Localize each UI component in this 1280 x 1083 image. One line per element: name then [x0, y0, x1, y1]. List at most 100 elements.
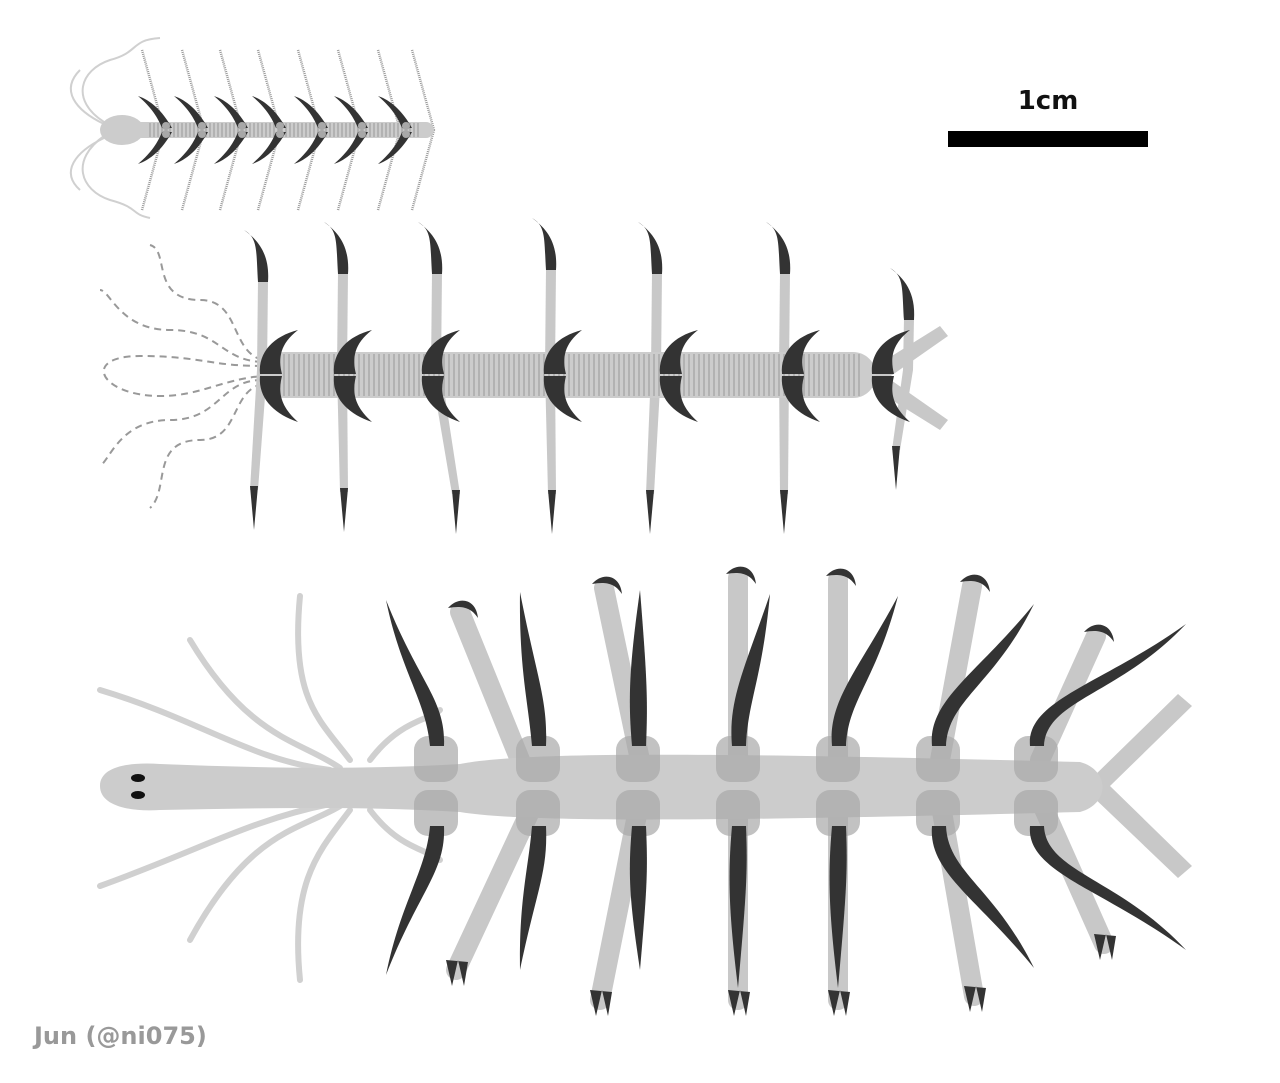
- claw: [334, 96, 368, 128]
- tentacle: [97, 801, 333, 889]
- leg-base: [616, 790, 660, 836]
- forked-claw: [590, 990, 612, 1016]
- hook-claw: [1084, 624, 1114, 642]
- dorsal-limb: [903, 318, 914, 370]
- leg-base: [162, 130, 170, 138]
- scale-bar: [948, 131, 1148, 147]
- claw: [378, 96, 412, 128]
- dorsal-limb: [545, 268, 556, 370]
- leg-base: [816, 790, 860, 836]
- leg-base: [358, 122, 366, 130]
- tentacle: [187, 803, 343, 943]
- tentacle: [149, 244, 263, 361]
- leg-base: [916, 736, 960, 782]
- leg-base: [616, 736, 660, 782]
- ventral-spike: [780, 490, 788, 534]
- leg-base: [516, 790, 560, 836]
- ventral-spike: [452, 490, 460, 534]
- claw: [781, 376, 820, 422]
- leg-base: [402, 122, 410, 130]
- claw: [259, 330, 298, 374]
- tentacle: [69, 137, 105, 191]
- dorsal-spine-tip: [418, 222, 443, 274]
- claw: [659, 330, 698, 374]
- leg-base: [238, 122, 246, 130]
- forked-claw: [964, 986, 986, 1012]
- tail-fork: [1090, 694, 1192, 878]
- leg-base: [318, 130, 326, 138]
- tentacle: [102, 354, 263, 398]
- dorsal-spine: [831, 596, 898, 746]
- tentacle: [81, 37, 161, 123]
- dorsal-limb: [779, 272, 790, 370]
- ventral-spike: [892, 446, 900, 490]
- ventral-spine: [931, 826, 1034, 968]
- claw: [214, 132, 248, 164]
- author-credit: Jun (@ni075): [34, 1022, 207, 1050]
- ventral-spike: [646, 490, 654, 534]
- claw: [294, 132, 328, 164]
- dorsal-limb: [651, 272, 662, 370]
- dorsal-spine: [410, 49, 436, 131]
- leg-base: [318, 122, 326, 130]
- ventral-limb: [250, 370, 267, 490]
- ventral-limb: [779, 370, 789, 494]
- claw: [259, 376, 298, 422]
- dorsal-spine-tip: [244, 230, 269, 282]
- forked-claw: [828, 990, 850, 1016]
- hook-claw: [960, 574, 990, 592]
- leg-base: [816, 736, 860, 782]
- ventral-limb: [892, 370, 913, 450]
- ventral-limb: [646, 370, 661, 494]
- tentacle: [295, 807, 353, 983]
- top-specimen: [69, 37, 436, 219]
- tentacle: [99, 379, 263, 467]
- leg-base: [414, 736, 458, 782]
- ventral-spike: [250, 486, 258, 530]
- leg-base: [1014, 736, 1058, 782]
- claw: [421, 376, 460, 422]
- claw: [421, 330, 460, 374]
- dorsal-spine: [519, 592, 547, 746]
- dorsal-spine-tip: [890, 268, 915, 320]
- middle-specimen: [99, 218, 948, 534]
- claw: [378, 132, 412, 164]
- leg-base: [516, 736, 560, 782]
- leg-base: [276, 122, 284, 130]
- leg-base: [402, 130, 410, 138]
- claw: [138, 132, 172, 164]
- claw: [333, 330, 372, 374]
- forked-claw: [728, 990, 750, 1016]
- dorsal-spine: [376, 49, 402, 131]
- tentacle: [99, 289, 263, 363]
- dorsal-spine: [931, 604, 1034, 746]
- claw: [294, 96, 328, 128]
- leg-base: [198, 130, 206, 138]
- claw: [543, 376, 582, 422]
- dorsal-spine: [629, 590, 647, 746]
- claw: [781, 330, 820, 374]
- eye: [131, 791, 145, 799]
- leg-base: [716, 736, 760, 782]
- dorsal-spine-tip: [532, 218, 557, 270]
- leg-base: [916, 790, 960, 836]
- ventral-spike: [548, 490, 556, 534]
- hook-claw: [826, 568, 856, 586]
- dorsal-spine: [1029, 624, 1186, 746]
- forked-claw: [446, 960, 468, 986]
- tentacle: [69, 69, 105, 125]
- leg-base: [1014, 790, 1058, 836]
- forked-claw: [1094, 934, 1116, 960]
- leg-base: [716, 790, 760, 836]
- leg-base: [162, 122, 170, 130]
- claw: [871, 330, 910, 374]
- dorsal-spine-tip: [638, 222, 663, 274]
- tentacle: [187, 637, 343, 771]
- hook-claw: [592, 576, 622, 594]
- ventral-spine: [1029, 826, 1186, 950]
- dorsal-spine-tip: [324, 222, 349, 274]
- dorsal-spine: [386, 600, 445, 746]
- tentacle: [295, 593, 353, 763]
- ventral-spine: [410, 129, 436, 211]
